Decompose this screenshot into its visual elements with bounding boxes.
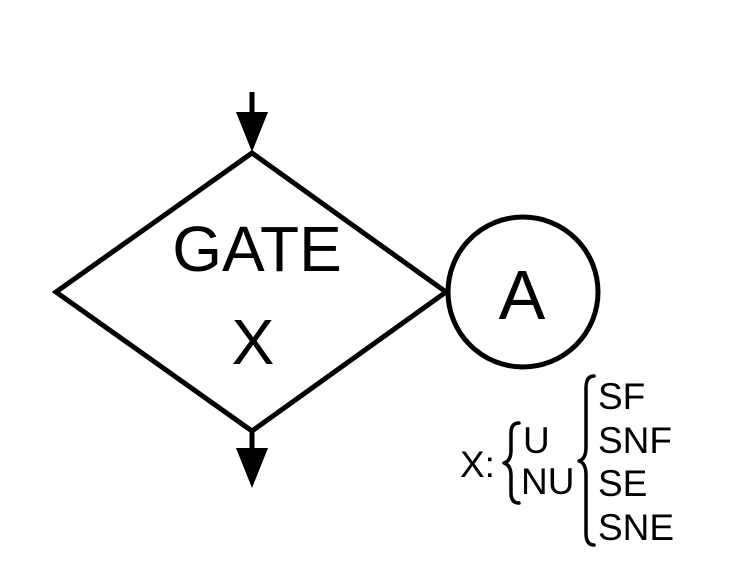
second-level-brace xyxy=(577,374,596,547)
gate-variable: X xyxy=(232,306,275,378)
outgoing-arrow xyxy=(236,431,268,488)
incoming-arrow xyxy=(236,92,268,152)
first-level-option-nu: NU xyxy=(521,461,574,502)
first-level-brace xyxy=(502,421,521,505)
second-level-option-sf: SF xyxy=(598,376,645,417)
second-level-option-sne: SNE xyxy=(598,507,674,548)
gate-diamond xyxy=(51,149,451,435)
connector-label: A xyxy=(499,256,546,334)
gate-title: GATE xyxy=(172,213,342,285)
first-level-option-u: U xyxy=(523,420,550,461)
legend-variable-label: X: xyxy=(460,444,495,485)
legend: X: U NU SF SNF SE SNE xyxy=(460,374,674,548)
second-level-option-snf: SNF xyxy=(598,420,672,461)
second-level-option-se: SE xyxy=(598,463,647,504)
connector-circle xyxy=(445,214,601,370)
